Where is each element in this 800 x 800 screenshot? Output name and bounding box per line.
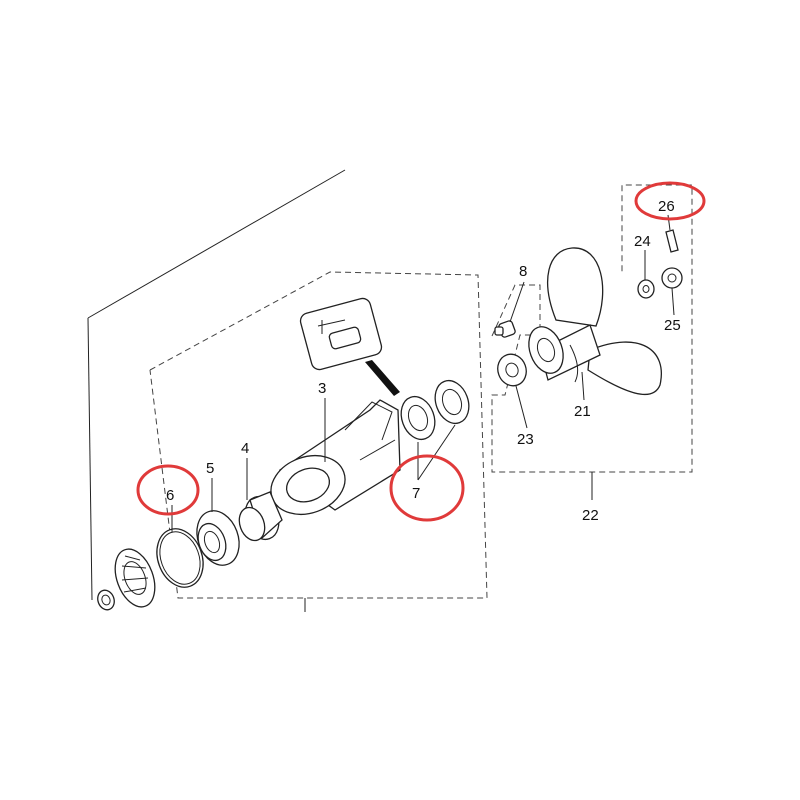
part-4-needle-bearing [238,491,283,542]
axis-line [87,169,346,319]
part-23-thrust-washer [497,353,527,387]
label-part-6: 6 [166,487,174,504]
axis-line-vertical [87,317,93,601]
label-part-4: 4 [241,440,249,457]
part-8-grease-nipple [494,320,516,338]
label-part-25: 25 [664,317,681,334]
part-25-castle-nut [661,267,683,289]
leader-8 [509,281,525,323]
part-5-ball-bearing [196,510,240,566]
label-part-26: 26 [658,198,675,215]
label-part-23: 23 [517,431,534,448]
part-3-housing [270,399,401,515]
assembly-group-box-2 [491,184,693,473]
leader-7b [417,424,456,481]
part-24-washer [637,279,655,299]
drive-nut [97,589,115,611]
label-part-7: 7 [412,485,420,502]
label-part-5: 5 [206,460,214,477]
leader-23 [515,385,528,429]
part-21-propeller [528,247,662,396]
label-part-8: 8 [519,263,527,280]
part-26-cotter-pin [665,229,679,253]
label-part-24: 24 [634,233,651,250]
leader-25 [671,287,675,316]
label-part-22: 22 [582,507,599,524]
part-6-o-ring [156,528,204,588]
highlight-circle-part-7 [389,454,465,522]
label-part-3: 3 [318,380,326,397]
leader-21 [581,371,585,401]
highlight-circle-part-26 [634,181,706,221]
key-detail-inset [299,297,400,396]
highlight-circle-part-6 [136,464,200,516]
part-7-seals [400,379,470,441]
leader-26 [667,214,671,231]
bevel-gear [114,548,156,608]
label-part-21: 21 [574,403,591,420]
